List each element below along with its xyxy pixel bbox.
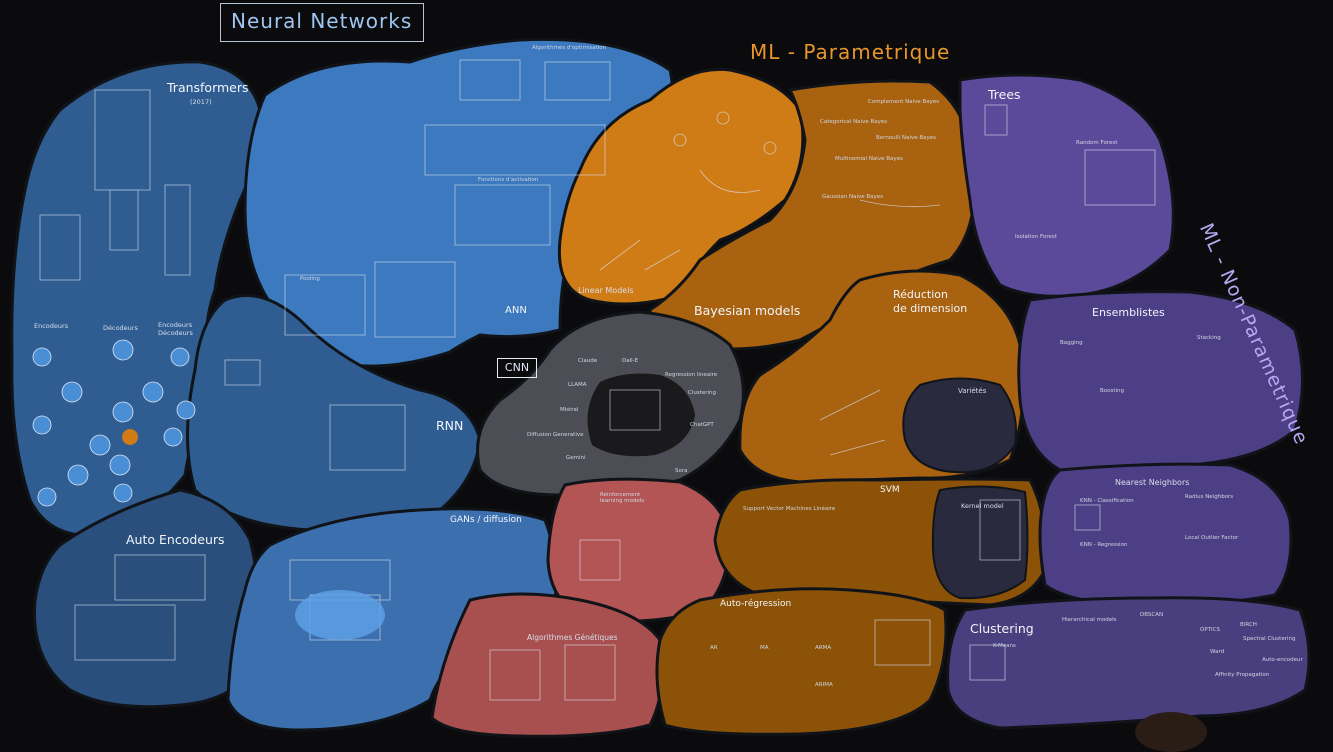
ann-title[interactable]: ANN xyxy=(505,305,527,316)
region-genetic[interactable] xyxy=(430,592,664,738)
ar-item-2: ARMA xyxy=(815,645,832,651)
transformers-year: (2017) xyxy=(190,98,212,106)
llm-item-9: Sora xyxy=(675,468,688,474)
svm-title[interactable]: SVM xyxy=(880,485,900,495)
cluster-item-6: Ward xyxy=(1210,649,1225,655)
knn-class-label: KNN - Classification xyxy=(1080,498,1134,504)
stacking-label: Stacking xyxy=(1197,335,1221,341)
nearest-title[interactable]: Nearest Neighbors xyxy=(1115,478,1190,487)
linear-models-title[interactable]: Linear Models xyxy=(578,286,634,295)
bayes-item-0: Complement Naive Bayes xyxy=(868,99,940,105)
kernel-label[interactable]: Kernel model xyxy=(961,502,1004,510)
bayesian-title[interactable]: Bayesian models xyxy=(694,303,801,318)
llm-item-5: Dall-E xyxy=(622,358,639,364)
ensembles-title[interactable]: Ensemblistes xyxy=(1092,306,1165,319)
llm-item-1: Mistral xyxy=(560,407,579,413)
bayes-item-1: Categorical Naive Bayes xyxy=(820,119,888,125)
cluster-item-3: OPTICS xyxy=(1200,627,1220,633)
ar-item-1: MA xyxy=(760,645,769,651)
llm-item-6: ChatGPT xyxy=(690,422,714,428)
ml-parametric-title: ML - Parametrique xyxy=(750,40,951,64)
llm-item-8: Clustering xyxy=(688,390,717,396)
dim-reduction-title-2: de dimension xyxy=(893,302,968,315)
neural-networks-title: Neural Networks xyxy=(231,9,413,33)
auto-encoders-title[interactable]: Auto Encodeurs xyxy=(126,532,225,547)
region-trees[interactable] xyxy=(958,73,1175,298)
cluster-item-2: DBSCAN xyxy=(1140,612,1164,618)
clustering-title[interactable]: Clustering xyxy=(970,621,1034,636)
gans-title[interactable]: GANs / diffusion xyxy=(450,515,522,525)
region-varietes[interactable] xyxy=(902,377,1017,474)
region-clustering[interactable] xyxy=(946,596,1311,730)
bayes-item-2: Bernoulli Naive Bayes xyxy=(876,135,937,141)
pooling-label: Pooling xyxy=(300,276,320,282)
cluster-item-4: BIRCH xyxy=(1240,622,1257,628)
transformers-title[interactable]: Transformers xyxy=(167,80,249,95)
region-autoregression[interactable] xyxy=(655,587,948,736)
bayes-item-4: Gaussian Naive Bayes xyxy=(822,194,884,200)
decoders-label[interactable]: Décodeurs xyxy=(103,324,138,332)
cnn-title[interactable]: CNN xyxy=(497,358,537,378)
svc-label: Support Vector Machines Linéaire xyxy=(743,506,836,512)
dim-reduction-title-1[interactable]: Réduction xyxy=(893,288,948,301)
genetic-title[interactable]: Algorithmes Génétiques xyxy=(527,633,618,642)
cluster-item-7: Affinity Propagation xyxy=(1215,672,1270,678)
region-ensembles[interactable] xyxy=(1017,290,1304,472)
cluster-item-0: K-Means xyxy=(993,643,1016,649)
llm-item-4: Diffusion Generative xyxy=(527,432,584,438)
boosting-label: Boosting xyxy=(1100,388,1125,394)
region-linear-models[interactable] xyxy=(557,67,805,306)
bayes-item-3: Multinomial Naive Bayes xyxy=(835,156,903,162)
sketch-decorations xyxy=(39,59,1156,701)
trees-title[interactable]: Trees xyxy=(988,87,1021,102)
activation-label: Fonctions d'activation xyxy=(478,177,539,183)
knn-reg-label: KNN - Regression xyxy=(1080,542,1128,548)
cnn-blob xyxy=(295,590,385,640)
encoders-decoders-label[interactable]: Encodeurs Décodeurs xyxy=(158,321,193,337)
neural-networks-title-box xyxy=(220,3,424,42)
region-llm-core xyxy=(587,373,695,457)
llm-item-3: Gemini xyxy=(566,455,586,461)
cluster-item-1: Hierarchical models xyxy=(1062,617,1117,623)
isolation-forest-label: Isolation Forest xyxy=(1015,234,1057,240)
orange-node xyxy=(122,429,138,445)
reinforcement-title[interactable]: Reinforcement learning models xyxy=(600,492,645,504)
cluster-item-8: Auto-encodeur xyxy=(1262,657,1303,663)
ar-item-3: ARIMA xyxy=(815,682,833,688)
presenter-avatar xyxy=(1135,712,1207,752)
llm-item-2: LLAMA xyxy=(568,382,587,388)
ar-item-0: AR xyxy=(710,645,718,651)
llm-item-7: Regression lineaire xyxy=(665,372,718,378)
bagging-label: Bagging xyxy=(1060,340,1083,346)
optim-label: Algorithmes d'optimisation xyxy=(532,45,607,51)
circle-nodes xyxy=(32,339,196,507)
autoregression-title[interactable]: Auto-régression xyxy=(720,599,792,609)
llm-item-0: Claude xyxy=(578,358,598,364)
encoders-label[interactable]: Encodeurs xyxy=(34,322,69,330)
radius-label: Radius Neighbors xyxy=(1185,494,1234,500)
rnn-title[interactable]: RNN xyxy=(436,418,464,433)
random-forest-label: Random Forest xyxy=(1076,140,1118,146)
cluster-item-5: Spectral Clustering xyxy=(1243,636,1296,642)
lof-label: Local Outlier Factor xyxy=(1185,535,1239,541)
varietes-title[interactable]: Variétés xyxy=(958,387,987,395)
